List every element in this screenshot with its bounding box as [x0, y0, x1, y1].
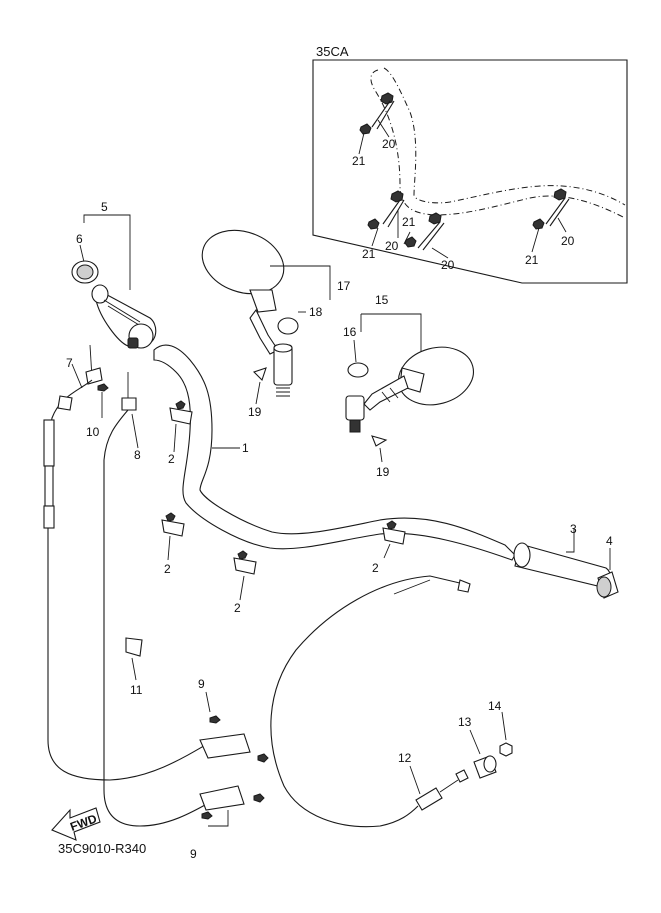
callout-2: 2 — [372, 561, 379, 575]
callout-20: 20 — [441, 258, 455, 272]
throttle-grip-assembly: 3 4 — [513, 522, 619, 599]
drawing-code: 35C9010-R340 — [58, 841, 146, 856]
callout-11: 11 — [130, 683, 143, 697]
callout-2: 2 — [164, 562, 171, 576]
callout-5: 5 — [101, 200, 108, 214]
clamps: 2 2 2 2 — [161, 400, 406, 615]
callout-2: 2 — [234, 601, 241, 615]
callout-21: 21 — [525, 253, 539, 267]
callout-18: 18 — [309, 305, 323, 319]
callout-14: 14 — [488, 699, 502, 713]
callout-6: 6 — [76, 232, 83, 246]
callout-12: 12 — [398, 751, 412, 765]
callout-9: 9 — [198, 677, 205, 691]
callout-15: 15 — [375, 293, 389, 307]
clutch-and-throttle-cables: 7 10 8 11 9 9 — [43, 344, 269, 861]
callout-7: 7 — [66, 356, 73, 370]
callout-19: 19 — [248, 405, 262, 419]
callout-3: 3 — [570, 522, 577, 536]
forward-arrow: FWD — [51, 807, 101, 841]
callout-21: 21 — [402, 215, 416, 229]
callout-19: 19 — [376, 465, 390, 479]
callout-9: 9 — [190, 847, 197, 861]
callout-4: 4 — [606, 534, 613, 548]
inset-variant-label: 35CA — [316, 44, 349, 59]
callout-20: 20 — [385, 239, 399, 253]
callout-20: 20 — [561, 234, 575, 248]
callout-17: 17 — [337, 279, 351, 293]
callout-20: 20 — [382, 137, 396, 151]
callout-8: 8 — [134, 448, 141, 462]
callout-21: 21 — [362, 247, 376, 261]
left-grip-assembly: 5 6 — [71, 200, 157, 349]
callout-21: 21 — [352, 154, 366, 168]
callout-10: 10 — [86, 425, 100, 439]
fwd-label: FWD — [68, 811, 99, 834]
callout-16: 16 — [343, 325, 357, 339]
callout-1: 1 — [242, 441, 249, 455]
inset-35ca: 35CA 20 21 21 20 21 20 20 21 — [312, 44, 628, 284]
callout-13: 13 — [458, 715, 472, 729]
right-mirror-assembly: 15 16 19 — [343, 293, 474, 479]
callout-2: 2 — [168, 452, 175, 466]
brake-cable-assembly: 12 13 14 — [270, 575, 513, 828]
left-mirror-assembly: 17 18 19 — [201, 229, 351, 419]
